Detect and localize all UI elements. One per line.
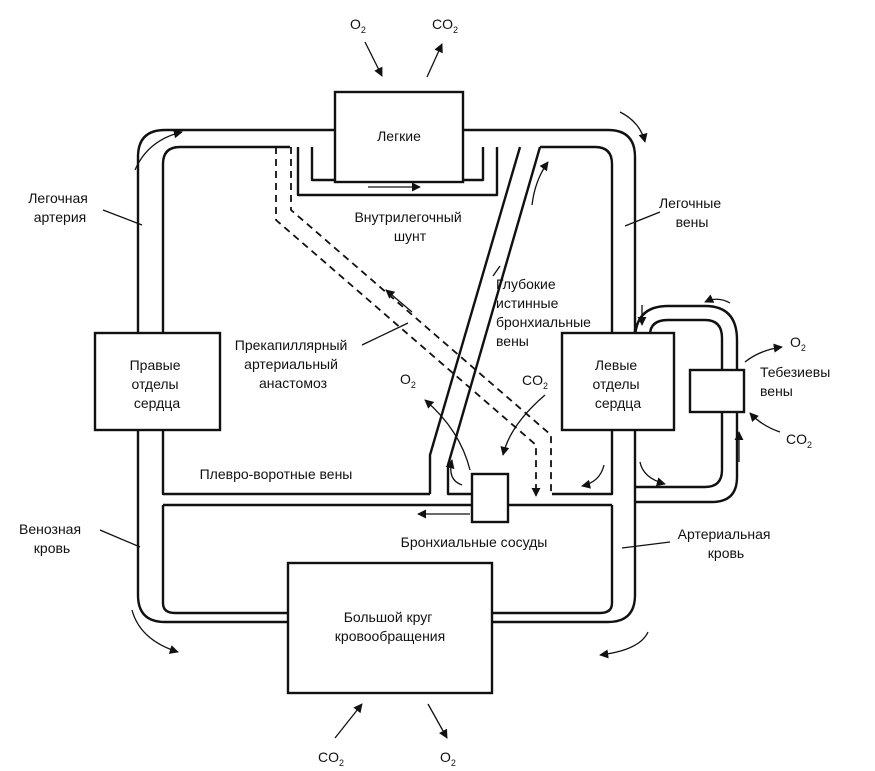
flow-arrow-left-heart-in [581, 464, 605, 489]
pleuro-portal-veins-label: Плевро-воротные вены [200, 466, 353, 482]
bronchial-vessels-label: Бронхиальные сосуды [401, 534, 548, 550]
pulmonary-artery-label: Легочная артерия [28, 190, 92, 225]
systemic-circulation-box [286, 561, 494, 695]
flow-arrow-top-left [134, 129, 183, 171]
systemic-o2-label: O2 [440, 749, 456, 768]
thebesian-box [688, 368, 746, 414]
systemic-co2-label: CO2 [318, 749, 344, 768]
flow-arrow-bronchial-vein-up [445, 459, 463, 486]
intrapulmonary-shunt-label: Внутрилегочный шунт [354, 209, 465, 244]
flow-arrow-bronchial-up [531, 161, 549, 206]
lungs-label: Легкие [377, 128, 421, 144]
left-heart-box [560, 331, 676, 432]
bronchial-co2-label: CO2 [522, 372, 548, 391]
left-heart-label: Левые отделы сердца [592, 357, 643, 411]
precapillary-anastomosis-label: Прекапиллярный артериальный анастомоз [235, 337, 351, 391]
right-heart-label: Правые отделы сердца [130, 357, 185, 411]
lungs-co2-label: CO2 [432, 16, 458, 35]
flow-arrow-thebesian-top [704, 294, 731, 304]
systemic-o2-arrow [427, 703, 448, 739]
right-heart-box [93, 331, 222, 432]
deep-bronchial-veins-label: Глубокие истинные бронхиальные вены [496, 276, 595, 349]
inner-loop [161, 145, 614, 615]
systemic-co2-arrow [334, 703, 363, 739]
flow-arrow-anastomosis [385, 289, 413, 313]
deep-bronchial-veins-leader [492, 265, 501, 277]
bronchial-o2-label: O2 [400, 371, 416, 390]
arterial-blood-label: Артериальная кровь [678, 526, 775, 561]
thebesian-co2-label: CO2 [786, 431, 812, 450]
lungs-box [333, 90, 465, 184]
lungs-o2-arrow [364, 41, 383, 77]
precapillary-anastomosis-vessel [275, 147, 552, 494]
thebesian-o2-label: O2 [790, 334, 806, 353]
bronchial-vein-channel [428, 146, 542, 496]
venous-blood-label: Венозная кровь [19, 521, 85, 556]
thebesian-o2-arrow [744, 343, 783, 363]
pulmonary-artery-leader [102, 209, 143, 226]
arterial-blood-leader [621, 541, 671, 549]
lungs-o2-label: O2 [350, 16, 366, 35]
flow-arrow-top-right [619, 111, 648, 143]
bronchial-vessels-box [470, 472, 510, 524]
pulmonary-veins-leader [624, 211, 661, 227]
flow-arrow-bottom-left [131, 609, 179, 654]
flow-arrow-thebesian-return [639, 461, 666, 487]
pulmonary-veins-label: Легочные вены [659, 195, 725, 230]
bronchial-co2-arrow [500, 394, 546, 456]
venous-blood-leader [99, 529, 141, 548]
precapillary-anastomosis-leader [361, 322, 409, 346]
bronchial-o2-arrow [424, 399, 471, 471]
systemic-circulation-label: Большой круг кровообращения [335, 609, 445, 644]
lungs-co2-arrow [426, 43, 443, 78]
thebesian-veins-label: Тебезиевы вены [760, 364, 834, 399]
thebesian-co2-arrow [749, 412, 781, 433]
flow-arrow-bottom-right [599, 631, 649, 659]
